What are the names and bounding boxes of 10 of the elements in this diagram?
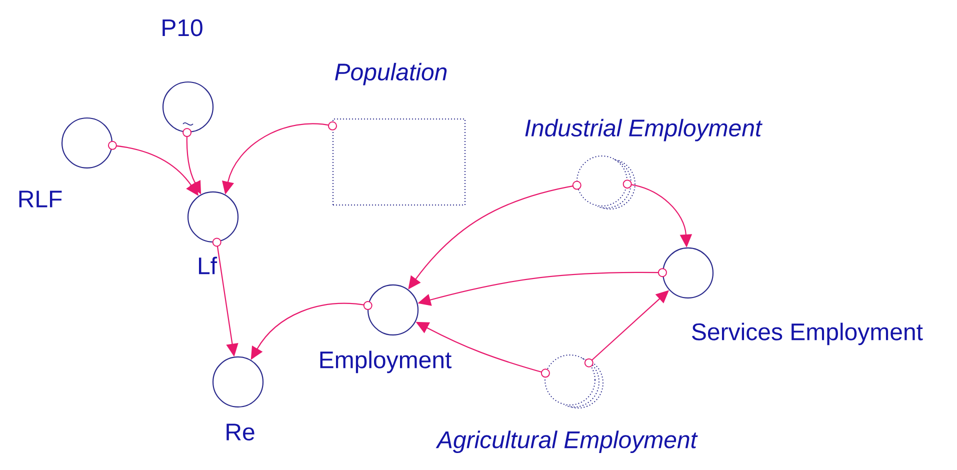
node-label: RLF <box>19 190 62 208</box>
node-label: P10 <box>162 19 202 36</box>
node-label: Industrial Employment <box>525 118 762 142</box>
node-label: Agricultural Employment <box>436 430 698 454</box>
node-label: Population <box>335 62 447 86</box>
stock-box: Population <box>332 62 466 206</box>
node-label: Services Employment <box>692 322 923 346</box>
node-label: Employment <box>320 350 452 374</box>
node-label: Lf <box>198 256 218 274</box>
node-label: Re <box>226 424 254 440</box>
